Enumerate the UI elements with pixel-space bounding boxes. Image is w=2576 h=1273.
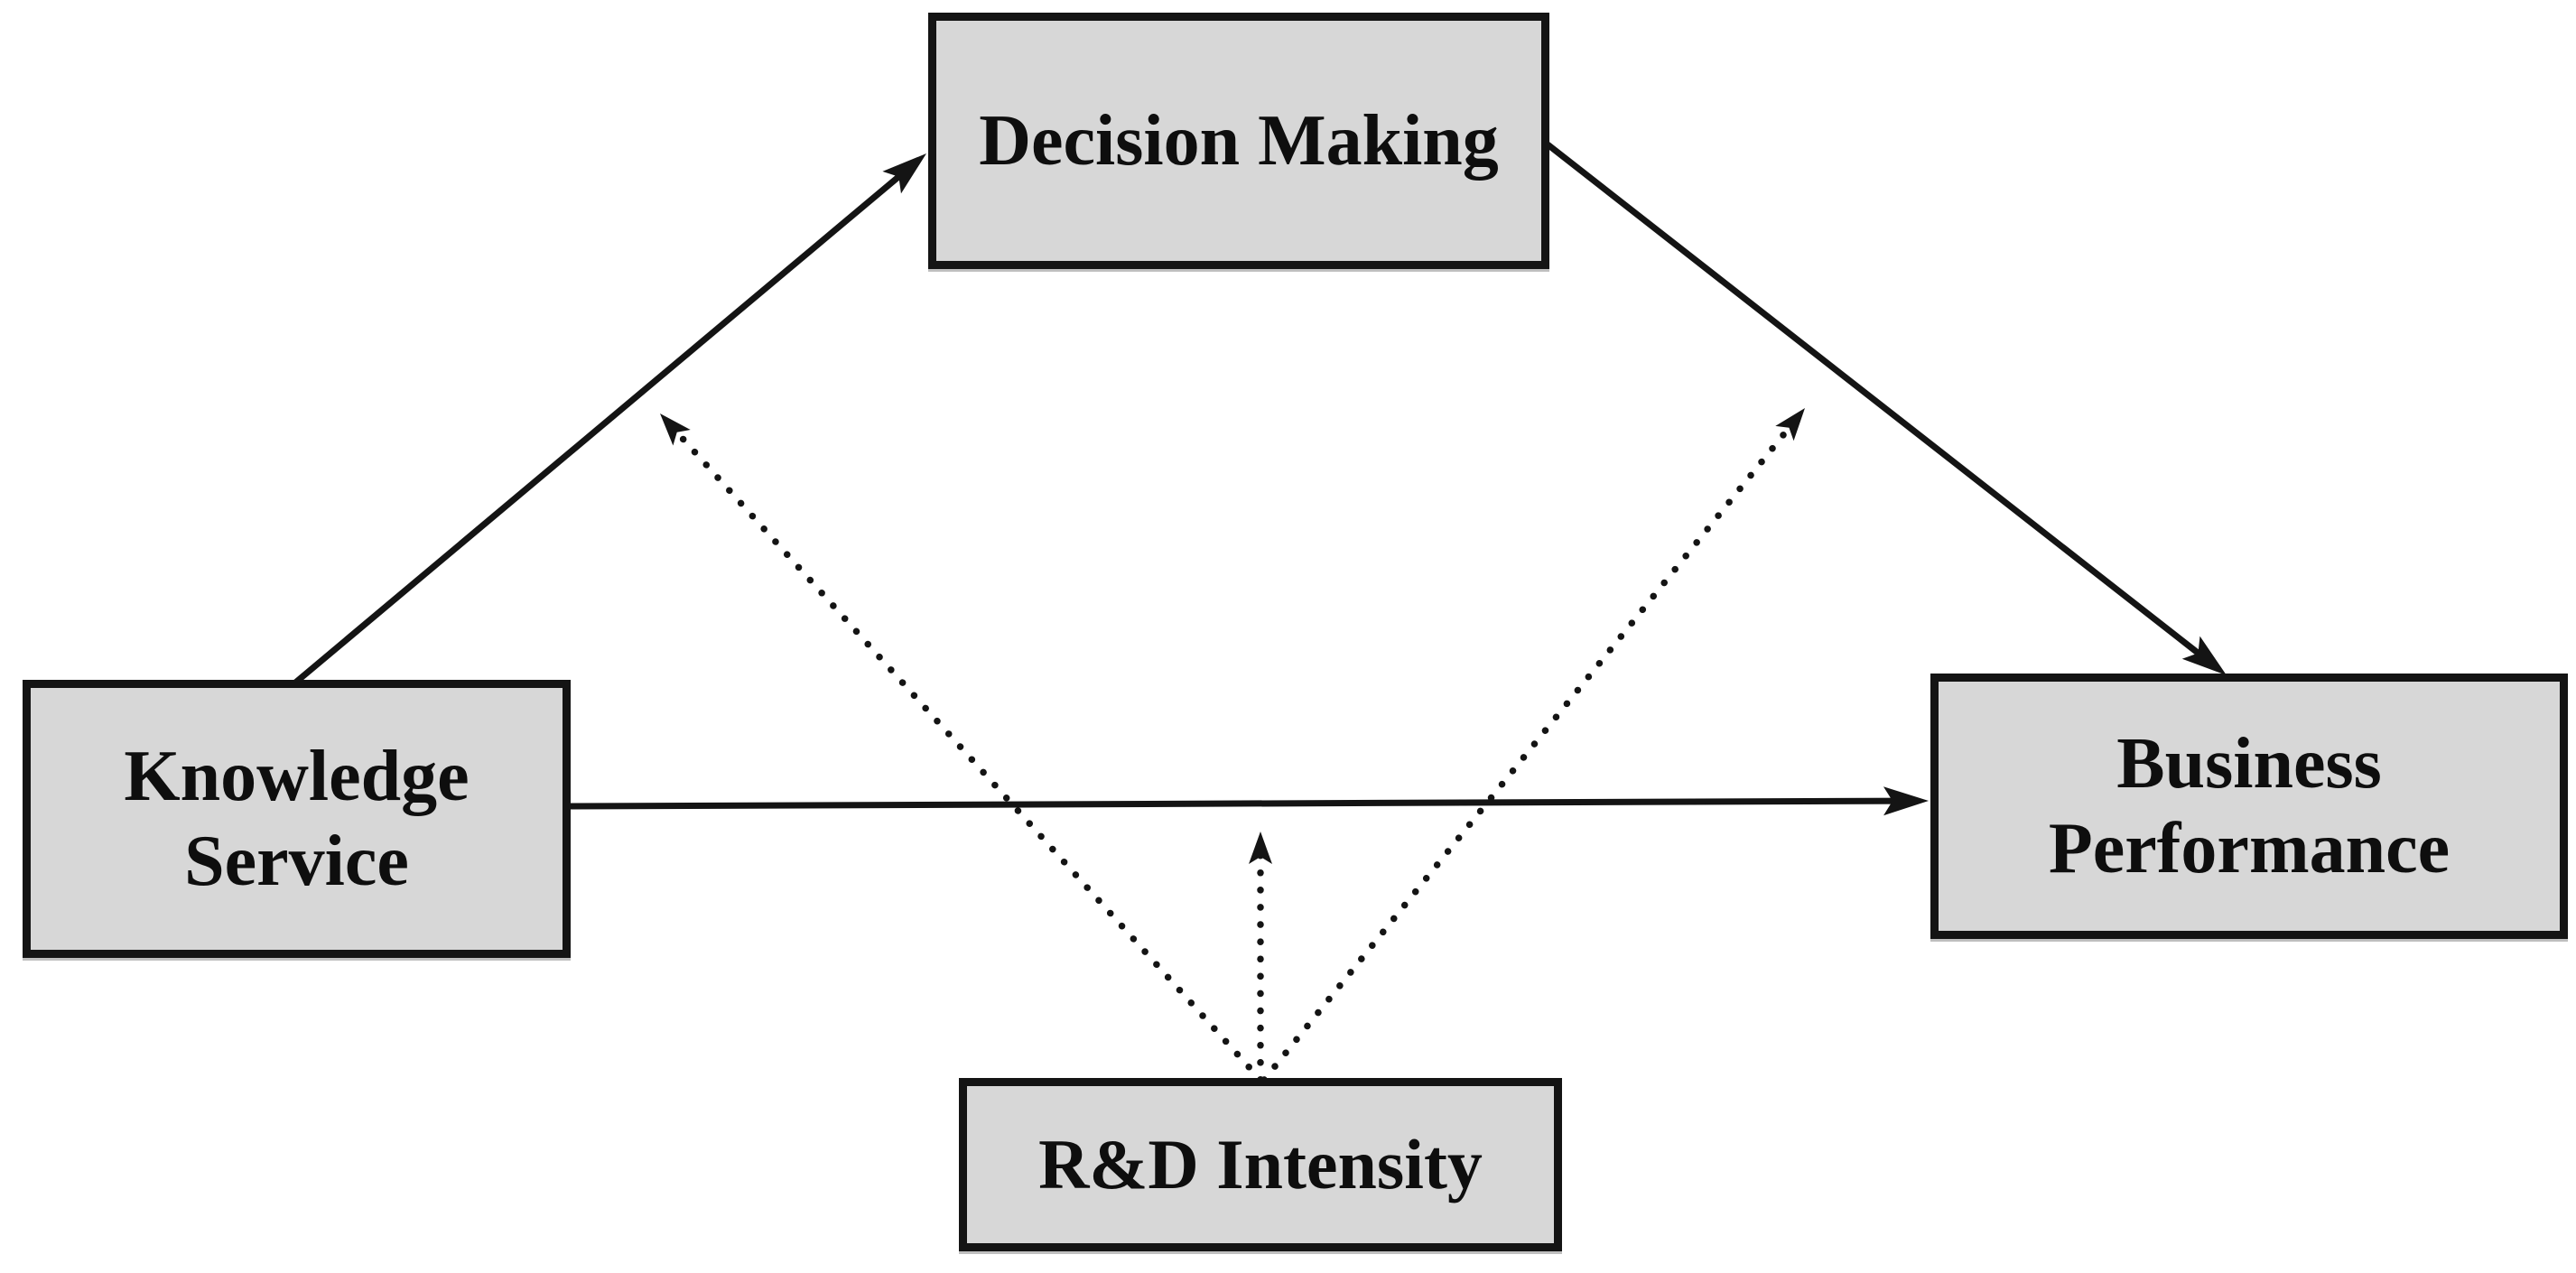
solid-line-path-dm-bp: [1545, 142, 2209, 663]
edge-mod-rd-dmbp: [1260, 408, 1805, 1083]
node-rd-intensity-label: R&D Intensity: [1038, 1124, 1483, 1203]
node-knowledge-service: Knowledge Service: [23, 680, 571, 958]
arrowhead-icon: [1775, 408, 1805, 441]
arrowhead-icon: [1883, 786, 1929, 816]
node-rd-intensity: R&D Intensity: [959, 1078, 1562, 1251]
arrowhead-icon: [2181, 636, 2227, 675]
arrowhead-icon: [1249, 832, 1272, 864]
solid-line-path-ks-bp: [566, 797, 1904, 810]
dotted-line-mod-rd-dmbp: [1260, 418, 1798, 1083]
edge-mod-rd-ksbp: [1249, 832, 1272, 1083]
node-decision-making-label: Decision Making: [979, 100, 1499, 181]
node-knowledge-service-label: Knowledge Service: [124, 736, 470, 901]
edge-path-ks-dm: [292, 153, 926, 686]
solid-line-path-ks-dm: [292, 166, 910, 686]
node-business-performance: Business Performance: [1930, 674, 2568, 939]
node-decision-making: Decision Making: [928, 13, 1549, 269]
arrowhead-icon: [882, 153, 926, 194]
node-business-performance-label: Business Performance: [2048, 723, 2450, 888]
edge-path-ks-bp: [566, 786, 1929, 816]
edge-mod-rd-ksdm: [660, 413, 1264, 1083]
dotted-line-mod-rd-ksdm: [668, 423, 1264, 1083]
arrowhead-icon: [660, 413, 691, 446]
edge-path-dm-bp: [1545, 142, 2227, 675]
